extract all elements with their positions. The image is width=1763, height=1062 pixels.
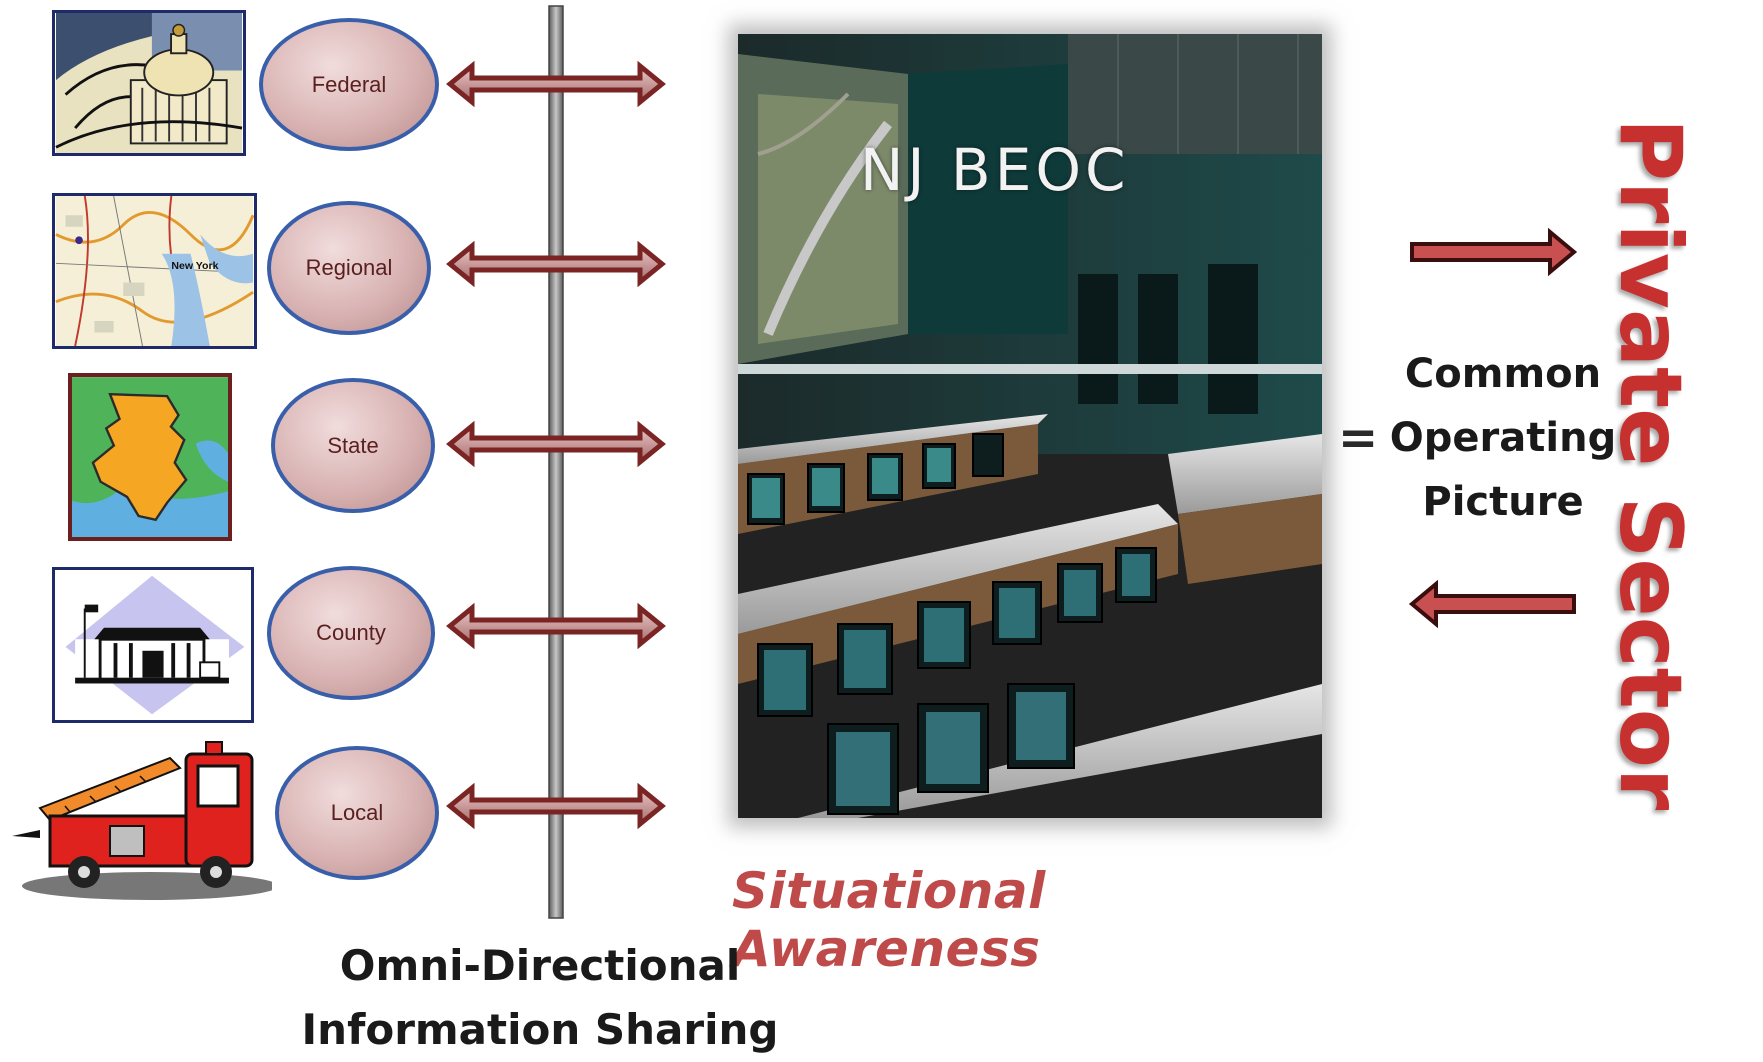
level-federal-label: Federal [311,71,387,97]
equals-sign: = [1338,410,1379,466]
new-jersey-map-icon [72,377,228,537]
beoc-operations-room-photo [738,34,1322,818]
cop-label-line2: Operating [1389,415,1617,461]
omni-label-line2: Information Sharing [301,1005,779,1054]
level-local: Local [275,746,439,880]
level-regional: Regional [267,201,431,335]
arrow-from-private-sector [1408,579,1576,629]
regional-thumbnail: New York [52,193,257,349]
county-courthouse-icon [55,570,251,720]
capitol-building-icon [55,13,243,153]
state-thumbnail [68,373,232,541]
county-thumbnail [52,567,254,723]
arrow-to-private-sector [1410,227,1578,277]
double-arrow-federal [446,60,666,108]
information-bus-bar [548,5,564,919]
level-federal: Federal [259,18,439,151]
regional-map-icon: New York [55,196,254,346]
local-thumbnail [10,738,278,904]
level-state: State [271,378,435,513]
double-arrow-regional [446,240,666,288]
double-arrow-county [446,602,666,650]
situational-awareness-label: Situational Awareness [732,862,1046,978]
fire-truck-icon [12,741,278,900]
omni-label-line1: Omni-Directional [339,941,741,990]
federal-thumbnail [52,10,246,156]
level-county: County [267,566,435,700]
omni-directional-label: Omni-Directional Information Sharing [300,934,780,1062]
private-sector-label: Private Sector [1600,118,1700,811]
level-county-label: County [316,620,386,645]
common-operating-picture-label: Common Operating Picture [1388,342,1618,534]
double-arrow-state [446,420,666,468]
cop-label-line3: Picture [1422,479,1584,525]
cop-label-line1: Common [1404,351,1602,397]
double-arrow-local [446,782,666,830]
map-place-label: New York [171,260,218,272]
level-regional-label: Regional [305,255,393,280]
beoc-title: NJ BEOC [860,136,1130,204]
level-state-label: State [327,432,379,458]
level-local-label: Local [330,800,384,825]
